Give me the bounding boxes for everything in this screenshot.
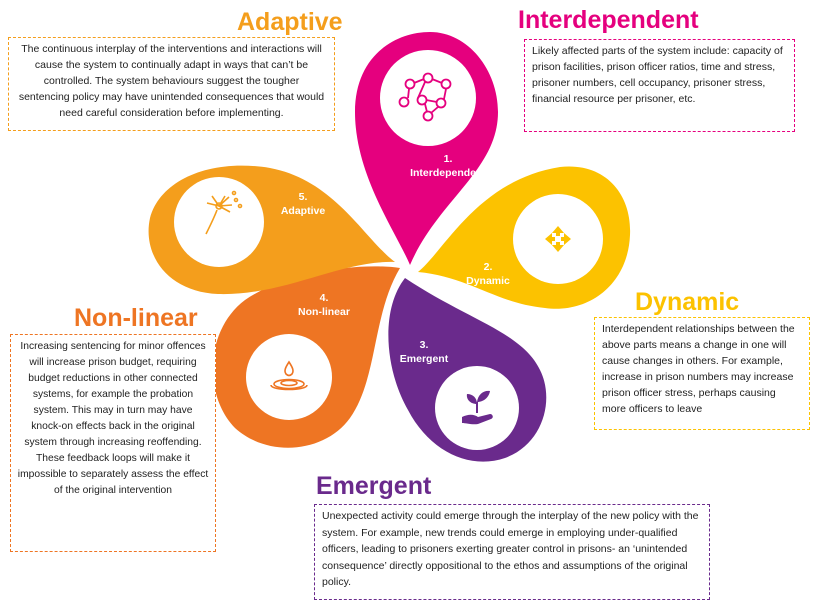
petal-label-emergent: 3. Emergent xyxy=(384,338,464,366)
dandelion-icon xyxy=(205,190,243,235)
description-emergent: Unexpected activity could emerge through… xyxy=(314,504,710,600)
petal-interdependent xyxy=(355,32,498,265)
description-nonlinear: Increasing sentencing for minor offences… xyxy=(10,334,216,552)
petal-number: 4. xyxy=(319,292,329,304)
petal-name: Emergent xyxy=(399,353,449,365)
heading-nonlinear: Non-linear xyxy=(74,304,198,332)
petal-adaptive xyxy=(148,165,395,295)
petal-inner-circle xyxy=(513,194,603,284)
petal-nonlinear xyxy=(212,266,400,448)
network-icon xyxy=(398,72,452,122)
heading-adaptive: Adaptive xyxy=(237,8,343,36)
hand-sprout-icon xyxy=(462,390,493,425)
description-interdependent: Likely affected parts of the system incl… xyxy=(524,39,795,132)
petal-name: Interdependent xyxy=(410,167,486,179)
heading-interdependent: Interdependent xyxy=(518,6,699,34)
description-adaptive: The continuous interplay of the interven… xyxy=(8,37,335,131)
petal-label-dynamic: 2. Dynamic xyxy=(448,260,528,288)
petal-number: 3. xyxy=(419,339,429,351)
petal-number: 1. xyxy=(443,153,453,165)
petal-inner-circle xyxy=(174,177,264,267)
petal-number: 2. xyxy=(483,261,493,273)
petal-label-adaptive: 5. Adaptive xyxy=(263,190,343,218)
petal-name: Dynamic xyxy=(466,275,510,287)
heading-dynamic: Dynamic xyxy=(635,288,740,316)
petal-name: Non-linear xyxy=(298,306,350,318)
petal-inner-circle xyxy=(246,334,332,420)
heading-emergent: Emergent xyxy=(316,472,432,500)
petal-name: Adaptive xyxy=(280,205,326,217)
petal-number: 5. xyxy=(298,191,308,203)
petal-label-nonlinear: 4. Non-linear xyxy=(284,291,364,319)
petal-emergent xyxy=(388,278,547,462)
petal-label-interdependent: 1. Interdependent xyxy=(398,152,498,180)
water-drop-ripple-icon xyxy=(270,360,308,391)
petal-inner-circle xyxy=(380,50,476,146)
move-arrows-icon xyxy=(545,226,571,252)
description-dynamic: Interdependent relationships between the… xyxy=(594,317,810,430)
petal-dynamic xyxy=(418,166,631,309)
